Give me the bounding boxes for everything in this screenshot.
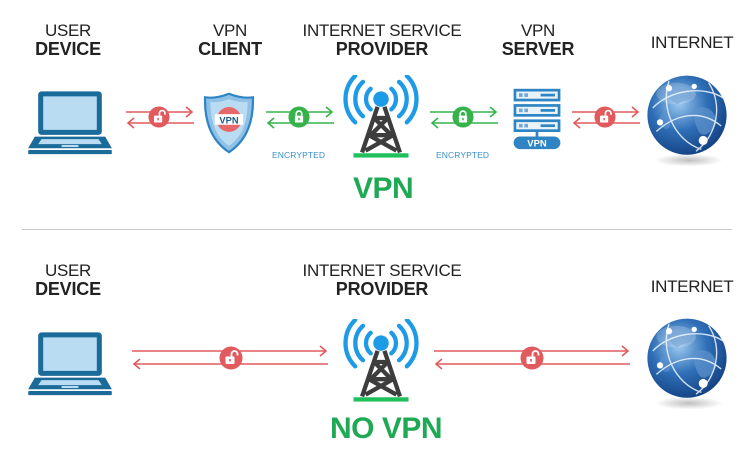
arrowhead-right — [621, 345, 630, 357]
link-server-internet — [572, 102, 640, 129]
globe-icon — [642, 315, 732, 414]
arrowhead-left — [572, 117, 581, 129]
no-vpn-caption: NO VPN — [330, 412, 443, 445]
arrowhead-left — [126, 117, 135, 129]
node-label-internet: INTERNET — [650, 277, 734, 296]
arrowhead-right — [631, 106, 640, 118]
node-label-isp: INTERNET SERVICE PROVIDER — [302, 21, 462, 59]
link-isp-internet — [434, 345, 630, 371]
arrowhead-left — [132, 358, 141, 370]
locked-padlock-icon — [288, 106, 309, 127]
arrowhead-right — [325, 106, 334, 118]
node-label-vpn-server: VPN SERVER — [501, 21, 575, 59]
node-label-isp: INTERNET SERVICE PROVIDER — [302, 261, 462, 299]
unlocked-padlock-icon — [148, 106, 169, 127]
arrowhead-right — [489, 106, 498, 118]
cell-tower-icon — [338, 314, 424, 410]
node-label-internet: INTERNET — [650, 33, 734, 52]
node-label-user-device: USER DEVICE — [35, 261, 101, 299]
globe-icon — [642, 72, 732, 171]
laptop-icon — [28, 88, 112, 155]
arrowhead-left — [430, 117, 439, 129]
vpn-shield-icon — [202, 92, 256, 154]
link-device-client — [126, 102, 194, 129]
link-client-isp — [266, 102, 334, 129]
cell-tower-icon — [338, 70, 424, 166]
encrypted-label: ENCRYPTED — [436, 150, 490, 160]
section-divider — [22, 229, 732, 230]
unlocked-padlock-icon — [594, 106, 615, 127]
link-device-isp — [132, 345, 328, 371]
unlocked-padlock-icon — [521, 347, 544, 370]
encrypted-label: ENCRYPTED — [272, 150, 326, 160]
vpn-caption: VPN — [353, 172, 414, 205]
server-icon — [510, 86, 564, 151]
locked-padlock-icon — [452, 106, 473, 127]
node-label-user-device: USER DEVICE — [35, 21, 101, 59]
node-label-vpn-client: VPN CLIENT — [198, 21, 262, 59]
arrowhead-right — [185, 106, 194, 118]
laptop-icon — [28, 329, 112, 396]
link-isp-server — [430, 102, 498, 129]
arrowhead-right — [319, 345, 328, 357]
arrowhead-left — [434, 358, 443, 370]
arrowhead-left — [266, 117, 275, 129]
unlocked-padlock-icon — [220, 347, 243, 370]
